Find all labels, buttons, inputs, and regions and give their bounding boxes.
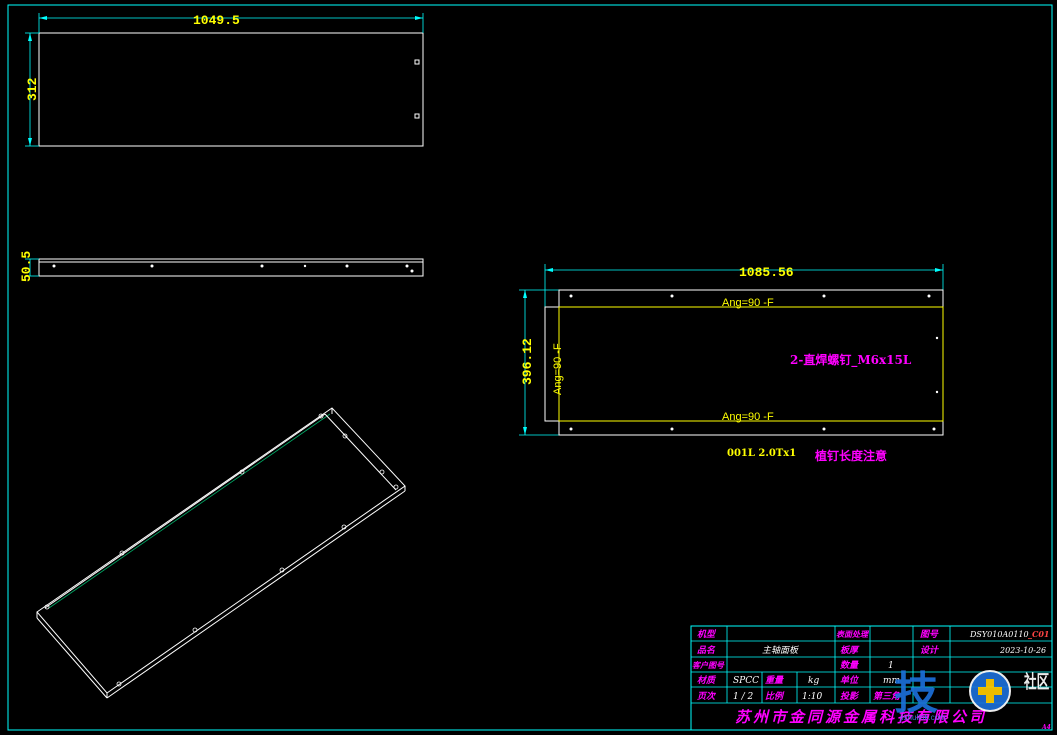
bend-note-left: Ang=90 -F [552,343,564,395]
tb-label-projection: 投影 [840,691,860,702]
tb-scale: 1:10 [802,692,822,702]
watermark-logo: 技 社区 jishulink.com [894,668,1050,722]
tb-label-page: 页次 [697,691,717,702]
top-view-width-dim: 1049.5 [193,13,240,28]
part-note: 001L 2.0Tx1 [727,448,796,459]
flat-pattern-view: 1085.56 396.12 Ang=90 -F Ang=90 -F Ang=9… [519,264,944,463]
tb-label-unit: 单位 [840,675,859,686]
tb-projection: 第三角 [873,691,901,702]
tb-label-drawing-no: 图号 [920,629,939,640]
stud-note: 2-直焊螺钉_M6x15L [790,352,912,368]
bend-note-top: Ang=90 -F [722,297,774,309]
svg-text:技: 技 [894,668,938,719]
isometric-view [36,407,406,699]
tb-unit: mm [883,676,900,686]
tb-label-scale: 比例 [765,691,785,702]
top-view-height-dim: 312 [25,77,40,101]
side-view: 50.5 [19,251,424,282]
tb-material: SPCC [733,676,759,686]
tb-quantity: 1 [888,661,894,671]
warning-note: 植钉长度注意 [814,448,887,463]
bend-note-bottom: Ang=90 -F [722,411,774,423]
tb-label-design: 设计 [920,645,940,656]
flat-width-dim: 1085.56 [739,265,794,280]
watermark-url: jishulink.com [899,713,946,722]
tb-label-quantity: 数量 [840,660,859,671]
tb-page: 1 / 2 [733,692,753,702]
flat-height-dim: 396.12 [520,338,535,385]
side-view-height-dim: 50.5 [19,251,34,282]
tb-label-material: 材质 [697,675,717,686]
tb-design-date: 2023-10-26 [999,646,1046,655]
top-view: 1049.5 312 [25,13,424,147]
watermark-sub: 社区 [1023,671,1049,693]
tb-label-weight: 重量 [765,675,784,686]
tb-weight-unit: kg [808,676,819,686]
tb-sheet-size: A4 [1041,724,1051,731]
tb-label-customer-no: 客户图号 [692,660,725,670]
tb-part-name: 主轴面板 [762,645,800,656]
tb-company-name: 苏州市金同源金属科技有限公司 [735,708,987,726]
tb-label-thickness: 板厚 [840,645,860,656]
tb-label-part-name: 品名 [697,645,716,656]
tb-label-surface: 表面处理 [836,629,870,639]
tb-label-model: 机型 [697,629,717,640]
tb-drawing-no: DSY010A0110 [969,630,1029,639]
drawing-border [7,4,1053,731]
tb-revision: _C01 [1028,629,1050,639]
